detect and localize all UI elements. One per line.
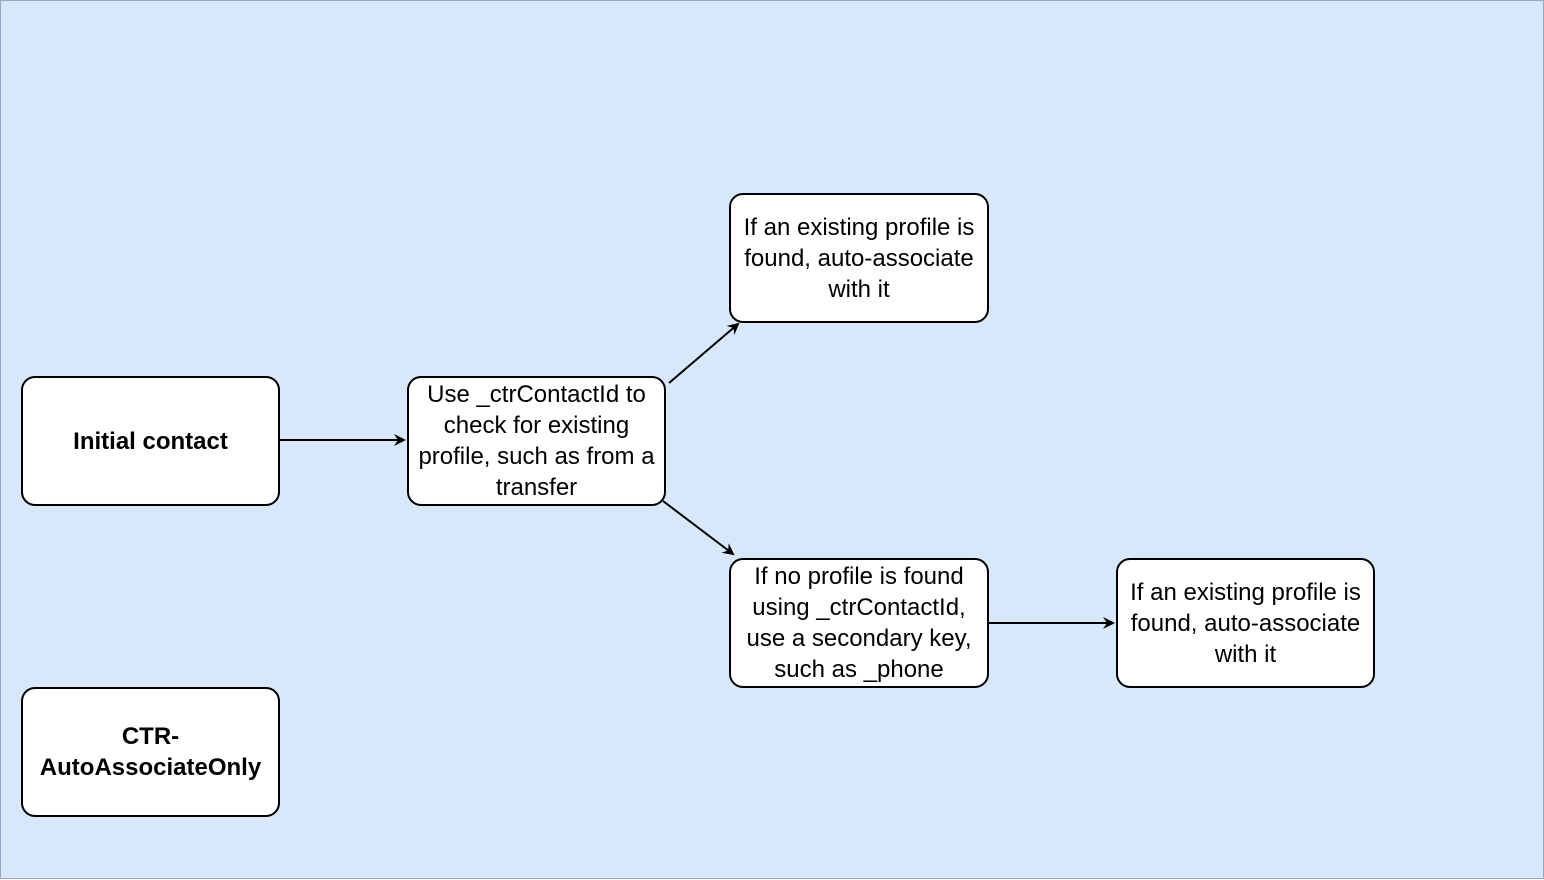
edge-check-to-existing-top [668, 322, 740, 384]
node-ctr-auto-associate-only-label: CTR-AutoAssociateOnly [39, 723, 262, 781]
node-existing-profile-top[interactable]: If an existing profile is found, auto-as… [729, 193, 989, 323]
node-existing-profile-right-label: If an existing profile is found, auto-as… [1130, 578, 1361, 668]
node-no-profile-found-label: If no profile is found using _ctrContact… [746, 563, 972, 683]
edge-check-to-no-profile [662, 500, 735, 556]
node-initial-contact-label: Initial contact [73, 427, 228, 455]
node-existing-profile-right[interactable]: If an existing profile is found, auto-as… [1116, 558, 1375, 688]
node-existing-profile-top-label: If an existing profile is found, auto-as… [743, 213, 975, 303]
node-initial-contact[interactable]: Initial contact [21, 376, 280, 506]
node-ctr-auto-associate-only[interactable]: CTR-AutoAssociateOnly [21, 687, 280, 817]
node-no-profile-found[interactable]: If no profile is found using _ctrContact… [729, 558, 989, 688]
node-check-ctr-contact-id[interactable]: Use _ctrContactId to check for existing … [407, 376, 666, 506]
node-check-ctr-contact-id-label: Use _ctrContactId to check for existing … [418, 381, 655, 501]
